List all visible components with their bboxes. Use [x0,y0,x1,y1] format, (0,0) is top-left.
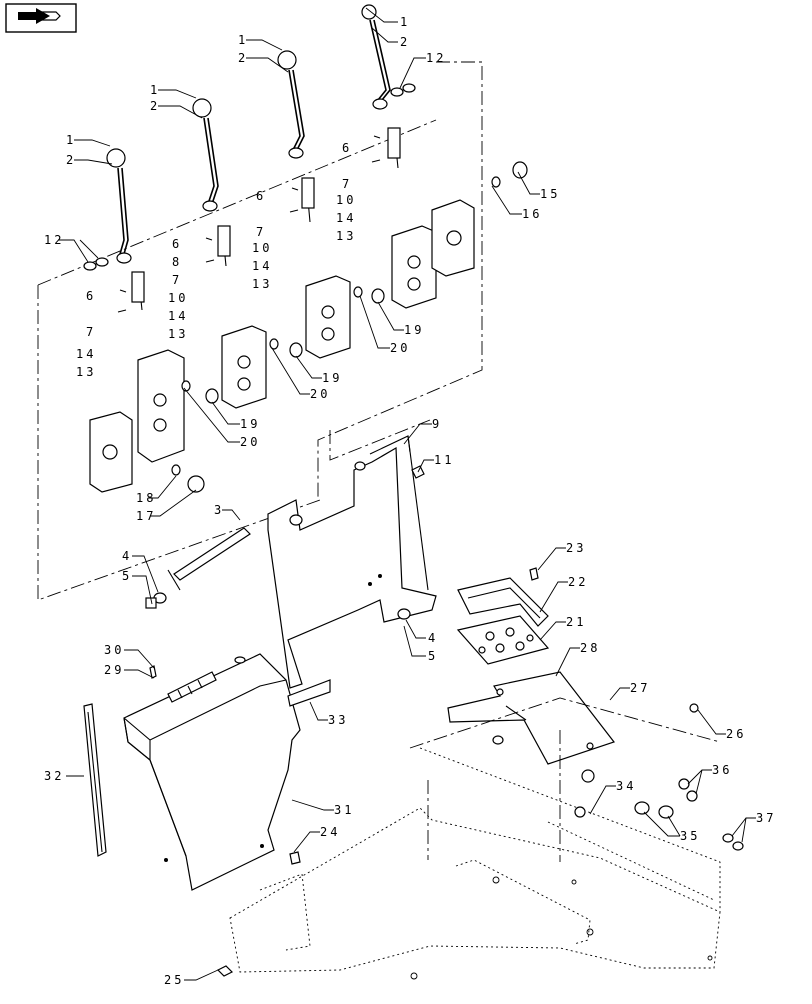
callout-28: 28 [580,641,600,655]
callout-33: 33 [328,713,348,727]
callout-18: 18 [136,491,156,505]
callout-32: 32 [44,769,64,783]
callout-1: 1 [400,15,410,29]
valve-mount-frame [267,435,437,689]
linkage-clevises [117,127,401,313]
callout-19: 19 [404,323,424,337]
callout-29: 29 [104,663,124,677]
callout-14: 14 [336,211,356,225]
callout-1: 1 [150,83,160,97]
callout-21: 21 [566,615,586,629]
callout-10: 10 [168,291,188,305]
callout-13: 13 [252,277,272,291]
callout-14: 14 [76,347,96,361]
callout-2: 2 [150,99,160,113]
callout-2: 2 [238,51,248,65]
leader-lines [58,7,756,981]
valve-sections [89,199,475,493]
callout-4: 4 [122,549,132,563]
callout-34: 34 [616,779,636,793]
callout-13: 13 [76,365,96,379]
cab-floor-frame [229,697,721,980]
callout-1: 1 [66,133,76,147]
callout-27: 27 [630,681,650,695]
callout-5: 5 [122,569,132,583]
lever-c [277,50,305,159]
callout-7: 7 [86,325,96,339]
callout-26: 26 [726,727,746,741]
callout-13: 13 [168,327,188,341]
callout-11: 11 [434,453,454,467]
book-arrow-icon[interactable] [5,3,77,33]
callout-20: 20 [310,387,330,401]
hardware [149,665,744,977]
callout-9: 9 [432,417,442,431]
callout-7: 7 [256,225,266,239]
callout-4: 4 [428,631,438,645]
callout-25: 25 [164,973,184,987]
callout-7: 7 [342,177,352,191]
callout-19: 19 [240,417,260,431]
callout-22: 22 [568,575,588,589]
callout-labels: 1 2 1 2 1 2 1 2 12 12 6 7 10 14 13 6 7 1… [44,15,776,987]
callout-16: 16 [522,207,542,221]
boot-plates [456,567,561,685]
callout-31: 31 [334,803,354,817]
callout-14: 14 [252,259,272,273]
callout-6: 6 [256,189,266,203]
callout-37: 37 [756,811,776,825]
fittings [171,161,528,493]
callout-20: 20 [240,435,260,449]
lever-a [106,148,132,264]
callout-30: 30 [104,643,124,657]
valve-group-outline [37,61,483,601]
callout-14: 14 [168,309,188,323]
callout-35: 35 [680,829,700,843]
callout-1: 1 [238,33,248,47]
console-cover [83,653,331,891]
callout-8: 8 [172,255,182,269]
lever-b [192,98,219,212]
callout-13: 13 [336,229,356,243]
callout-36: 36 [712,763,732,777]
callout-7: 7 [172,273,182,287]
callout-5: 5 [428,649,438,663]
callout-2: 2 [400,35,410,49]
callout-20: 20 [390,341,410,355]
lever-d [361,4,391,110]
callout-17: 17 [136,509,156,523]
callout-3: 3 [214,503,224,517]
callout-10: 10 [252,241,272,255]
callout-2: 2 [66,153,76,167]
washers-12 [83,83,416,271]
callout-6: 6 [172,237,182,251]
cross-shaft [145,527,251,609]
callout-12: 12 [44,233,64,247]
callout-24: 24 [320,825,340,839]
callout-6: 6 [86,289,96,303]
callout-10: 10 [336,193,356,207]
callout-19: 19 [322,371,342,385]
floor-plate [447,671,615,765]
callout-6: 6 [342,141,352,155]
callout-23: 23 [566,541,586,555]
callout-12: 12 [426,51,446,65]
callout-15: 15 [540,187,560,201]
